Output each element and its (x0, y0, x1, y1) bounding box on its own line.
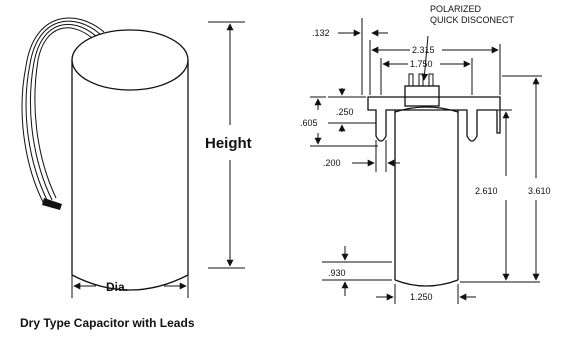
capacitor-body-left (71, 29, 189, 291)
mounting-bracket (367, 96, 501, 142)
dim-250 (328, 88, 376, 132)
connector-label-line1: POLARIZED (430, 4, 482, 14)
dim-3610 (502, 75, 542, 281)
height-label: Height (205, 135, 252, 152)
dim-930 (322, 246, 392, 296)
dim-132 (338, 18, 388, 95)
dim-3610-label: 3.610 (528, 186, 551, 196)
lead-terminal (42, 198, 62, 210)
dim-132-label: .132 (312, 28, 330, 38)
dim-1250 (376, 284, 476, 304)
connector-label-line2: QUICK DISCONECT (430, 15, 515, 25)
dim-2315 (371, 44, 501, 95)
dim-250-label: .250 (336, 107, 354, 117)
dim-200 (352, 140, 400, 172)
dim-605 (310, 96, 378, 147)
dim-605-label: .605 (300, 118, 318, 128)
diameter-dimension (71, 265, 189, 298)
height-dimension (208, 21, 245, 269)
capacitor-body-right (394, 106, 459, 287)
dim-1750-label: 1.750 (410, 59, 433, 69)
dim-1750 (380, 58, 473, 95)
dim-1250-label: 1.250 (410, 292, 433, 302)
quick-disconnect (404, 35, 440, 107)
dim-2610 (460, 109, 540, 283)
dim-2315-label: 2.315 (412, 45, 435, 55)
dim-200-label: .200 (323, 158, 341, 168)
dim-930-label: .930 (328, 268, 346, 278)
capacitor-leads (21, 17, 105, 210)
diameter-label: Dia. (106, 280, 128, 294)
dim-2610-label: 2.610 (475, 186, 498, 196)
left-caption: Dry Type Capacitor with Leads (20, 316, 195, 330)
